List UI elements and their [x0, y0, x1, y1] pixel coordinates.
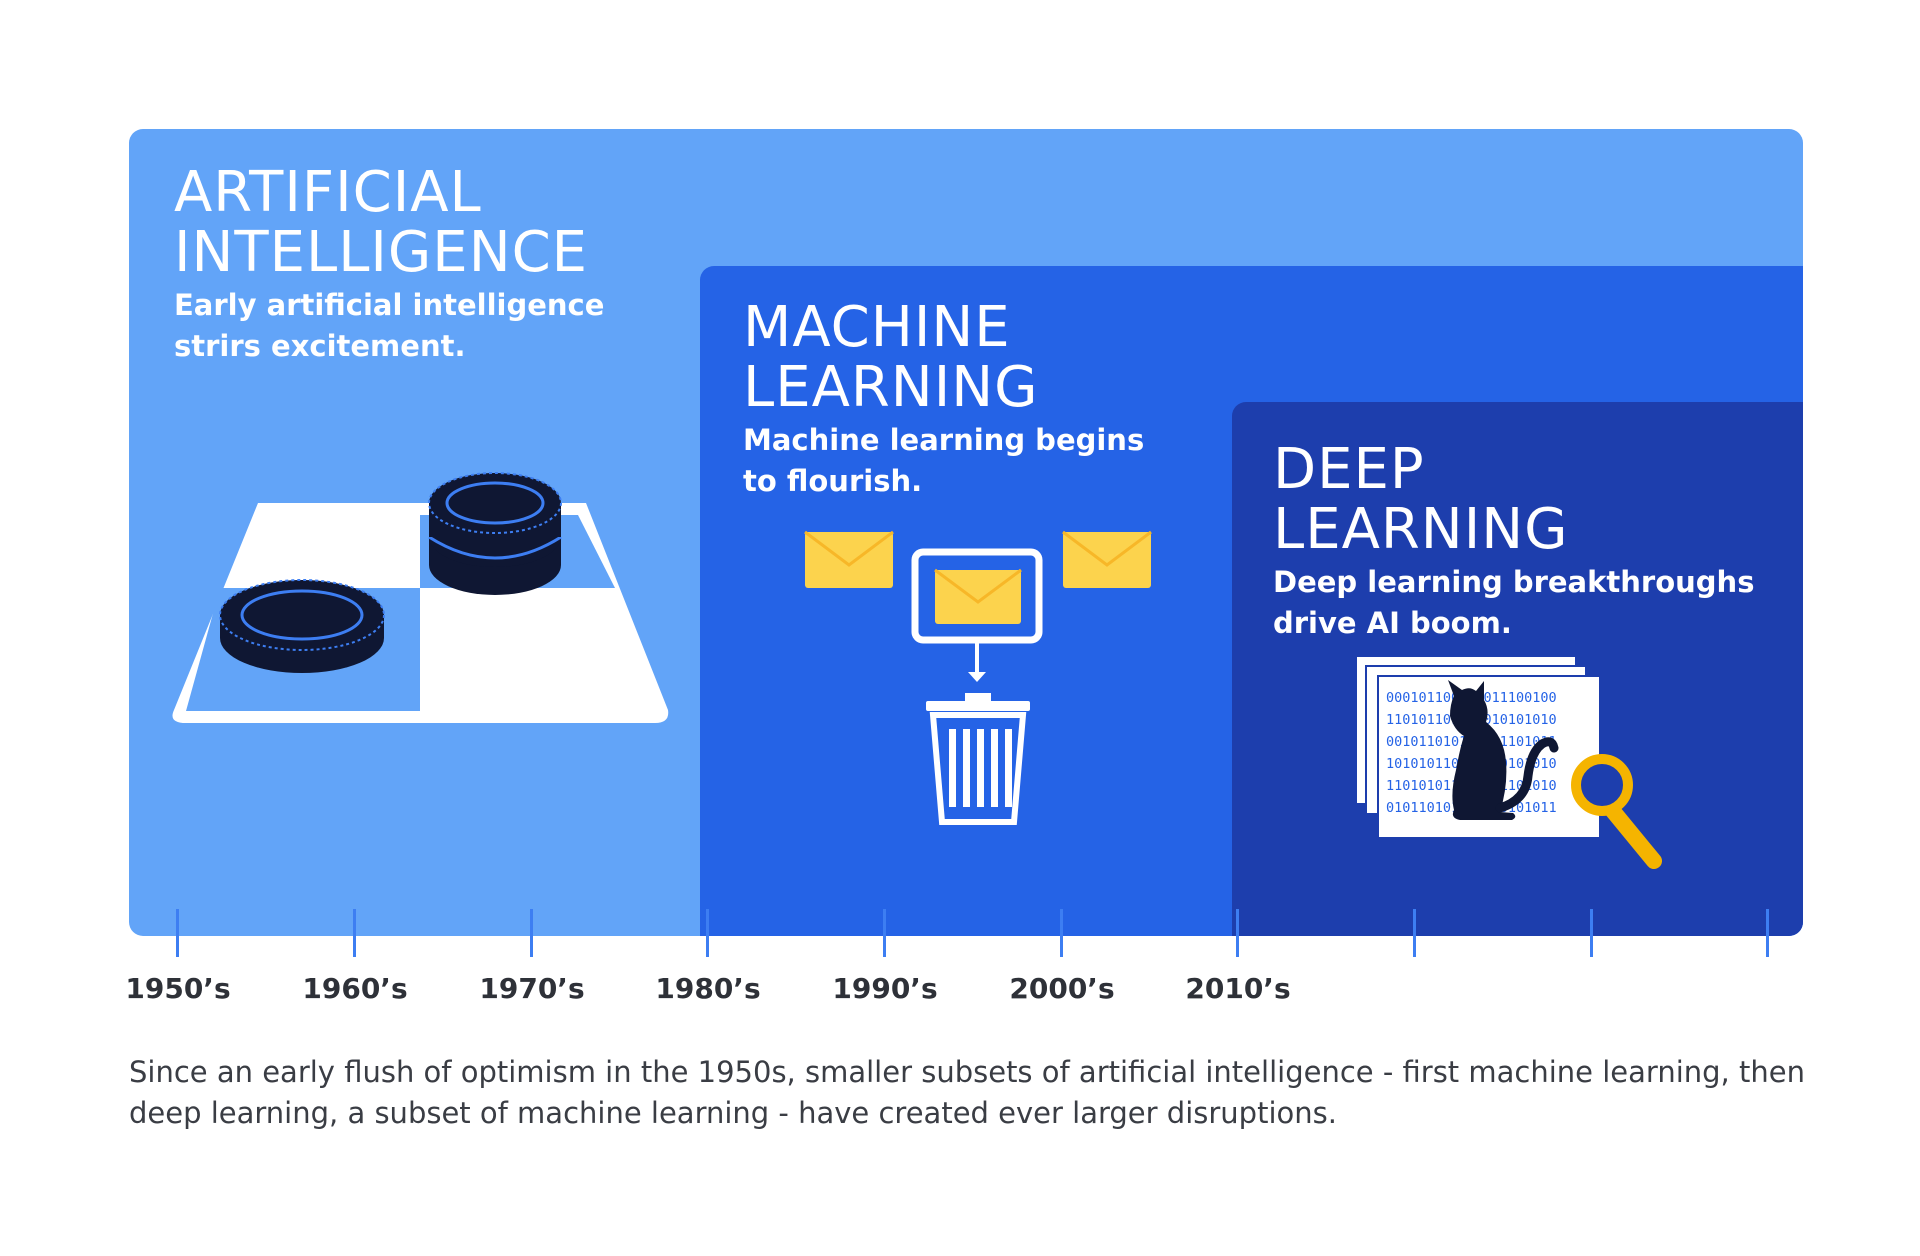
email-spam-filter-icon	[804, 530, 1152, 825]
dl-subtitle: Deep learning breakthroughs drive AI boo…	[1273, 565, 1755, 640]
timeline-tick	[1060, 909, 1063, 957]
cat-recognition-icon: 000101100101011100100 110101101101010101…	[1355, 655, 1662, 869]
caption: Since an early flush of optimism in the …	[129, 1055, 1805, 1130]
decade-label: 2010’s	[1185, 972, 1291, 1005]
cat-silhouette-icon	[1448, 680, 1559, 820]
timeline-tick	[883, 909, 886, 957]
checker-piece	[219, 579, 385, 673]
arrow-down-icon	[968, 643, 986, 682]
timeline-tick	[1590, 909, 1593, 957]
envelope-icon	[1062, 530, 1152, 588]
timeline-tick	[1413, 909, 1416, 957]
ai-title: ARTIFICIAL INTELLIGENCE	[174, 160, 589, 285]
timeline-tick	[1236, 909, 1239, 957]
timeline-tick	[706, 909, 709, 957]
decade-label: 1950’s	[125, 972, 231, 1005]
decade-label: 2000’s	[1009, 972, 1115, 1005]
timeline-tick	[353, 909, 356, 957]
ml-title: MACHINE LEARNING	[743, 295, 1039, 420]
trash-can-icon	[926, 693, 1030, 825]
decade-label: 1990’s	[832, 972, 938, 1005]
filter-box-icon	[911, 548, 1043, 644]
decade-label: 1980’s	[655, 972, 761, 1005]
dl-title: DEEP LEARNING	[1273, 437, 1569, 562]
checker-piece-king	[428, 472, 562, 595]
timeline-tick	[530, 909, 533, 957]
magnifier-icon	[1571, 754, 1662, 869]
decade-label: 1960’s	[302, 972, 408, 1005]
decade-label: 1970’s	[479, 972, 585, 1005]
timeline-tick	[1766, 909, 1769, 957]
envelope-icon	[804, 530, 894, 588]
timeline-tick	[176, 909, 179, 957]
checkers-board-icon	[172, 472, 669, 723]
ai-subtitle: Early artificial intelligence strirs exc…	[174, 288, 605, 363]
ml-subtitle: Machine learning begins to flourish.	[743, 423, 1145, 498]
